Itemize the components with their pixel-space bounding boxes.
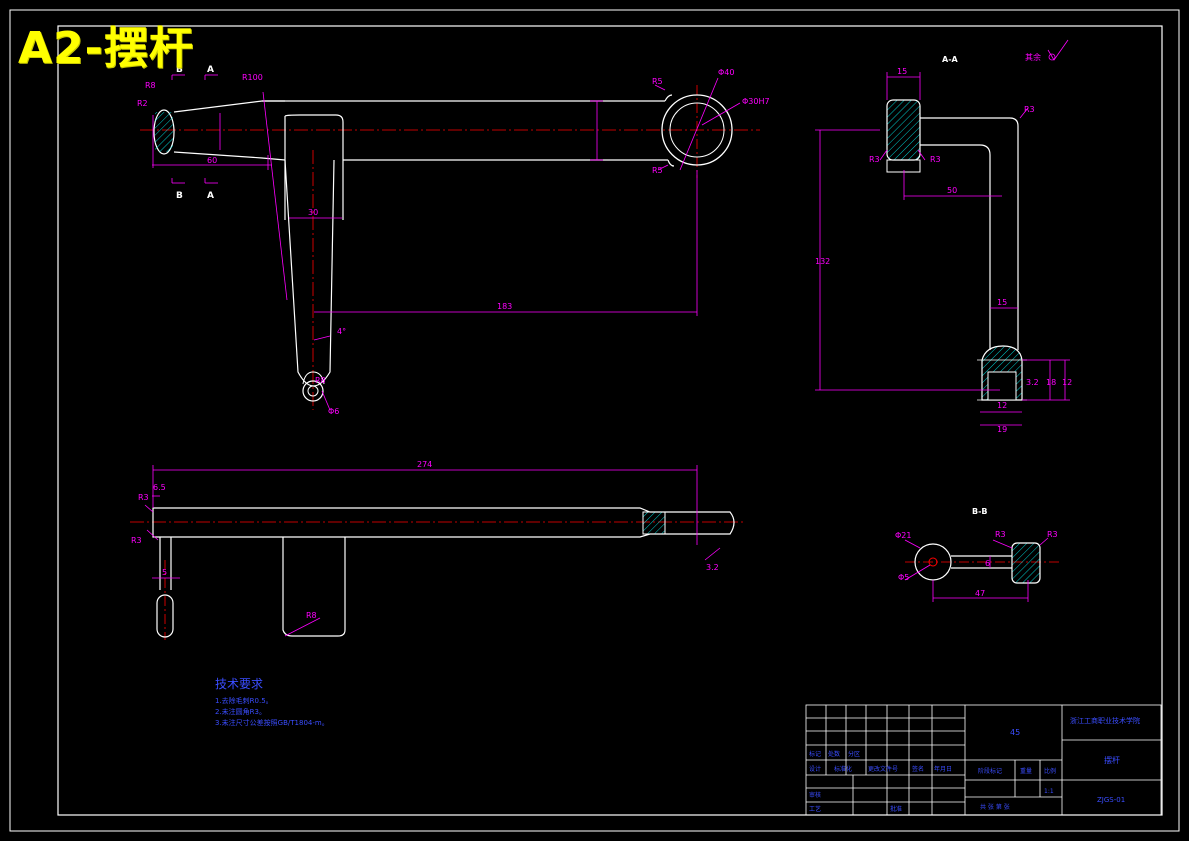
tb-doc: 更改文件号 (868, 765, 898, 773)
section-aa-view: 15 R3 R3 R3 50 132 15 3.2 12 19 18 12 其余… (815, 39, 1072, 434)
dim-phi21: Φ21 (895, 531, 911, 540)
dim-r5-low: R5 (652, 166, 663, 175)
surface-note: 其余 (1025, 52, 1041, 62)
dim-w6: 6 (985, 559, 990, 568)
title-block (805, 704, 1162, 816)
dim-r3-c2: R3 (1047, 530, 1058, 539)
section-bb-view: Φ21 Φ5 R3 R3 6 47 B-B (895, 507, 1060, 602)
dim-r8: R8 (145, 81, 156, 90)
dim-r3-b1: R3 (138, 493, 149, 502)
dim-ang4: 4° (337, 327, 346, 336)
tb-sheet: 共 张 第 张 (980, 803, 1010, 811)
section-a-lower: A (207, 191, 214, 201)
dim-r2: R2 (137, 99, 148, 108)
dim-w47: 47 (975, 589, 985, 598)
tb-institute: 浙江工商职业技术学院 (1070, 716, 1140, 725)
dim-r3-a1: R3 (1024, 105, 1035, 114)
dim-r8-b: R8 (306, 611, 317, 620)
tech-line-3: 3.未注尺寸公差按照GB/T1804-m。 (215, 719, 329, 727)
tb-stage: 阶段标记 (978, 767, 1002, 775)
dim-v32b: 3.2 (706, 563, 719, 572)
dim-w50: 50 (947, 186, 957, 195)
inner-frame (57, 25, 1163, 816)
section-a-upper: A (207, 65, 214, 75)
dim-w30: 30 (308, 208, 318, 217)
tech-line-2: 2.未注圆角R3。 (215, 708, 266, 716)
tech-line-1: 1.去除毛刺R0.5。 (215, 697, 273, 705)
dim-w15-top: 15 (897, 67, 907, 76)
dim-len60: 60 (207, 156, 217, 165)
dim-h12: 12 (1062, 378, 1072, 387)
dim-len183: 183 (497, 302, 512, 311)
dim-r3-a3: R3 (930, 155, 941, 164)
dim-v65: 6.5 (153, 483, 166, 492)
dim-w15-mid: 15 (997, 298, 1007, 307)
dim-w5: 5 (162, 568, 167, 577)
dim-len274: 274 (417, 460, 432, 469)
dim-r3-a2: R3 (869, 155, 880, 164)
dim-h132: 132 (815, 257, 830, 266)
tb-part-name: 摆杆 (1104, 755, 1120, 765)
dim-r100: R100 (242, 73, 263, 82)
tb-std: 标准化 (834, 765, 852, 773)
tb-count: 处数 (828, 750, 840, 758)
tb-approve: 批准 (890, 805, 902, 813)
top-view: 274 R3 6.5 R3 5 R8 3.2 (130, 460, 745, 640)
tech-title: 技术要求 (215, 677, 264, 691)
section-b-upper: B (176, 65, 183, 75)
tb-mark: 标记 (809, 750, 821, 758)
section-b-lower: B (176, 191, 183, 201)
outer-border (9, 9, 1180, 832)
dim-r3-c1: R3 (995, 530, 1006, 539)
dim-phi40: Φ40 (718, 68, 734, 77)
dim-w12: 12 (997, 401, 1007, 410)
bushing-outer (661, 94, 733, 166)
dim-r8-small: R8 (315, 376, 326, 385)
tb-zone: 分区 (848, 750, 860, 758)
dim-h18: 18 (1046, 378, 1056, 387)
dim-r3-b2: R3 (131, 536, 142, 545)
dim-phi6: Φ6 (328, 407, 339, 416)
section-aa-label: A-A (942, 55, 959, 64)
tb-weight: 重量 (1020, 767, 1032, 775)
tb-review: 审核 (809, 791, 821, 799)
tb-process: 工艺 (809, 805, 821, 813)
drawing-title: A2-摆杆 (18, 23, 194, 74)
tb-drawing-no: ZJGS-01 (1097, 796, 1125, 804)
dim-r5-top: R5 (652, 77, 663, 86)
tb-date: 年月日 (934, 765, 952, 773)
dim-phi5: Φ5 (898, 573, 909, 582)
main-view: R100 R5 Φ40 Φ30H7 R2 R8 60 R5 30 183 4° … (137, 65, 770, 416)
dim-w19: 19 (997, 425, 1007, 434)
bushing-inner (669, 102, 725, 158)
section-bb-label: B-B (972, 507, 988, 516)
dim-phi30: Φ30H7 (742, 97, 770, 106)
left-oval-end (153, 109, 175, 155)
tb-ratio: 比例 (1044, 767, 1056, 775)
tb-sign: 签名 (912, 765, 924, 773)
tech-requirements: 技术要求 1.去除毛刺R0.5。 2.未注圆角R3。 3.未注尺寸公差按照GB/… (215, 675, 329, 729)
tb-designer: 设计 (809, 765, 821, 773)
tb-scale: 1:1 (1044, 788, 1054, 795)
tb-material: 45 (1010, 728, 1020, 737)
dim-v32: 3.2 (1026, 378, 1039, 387)
